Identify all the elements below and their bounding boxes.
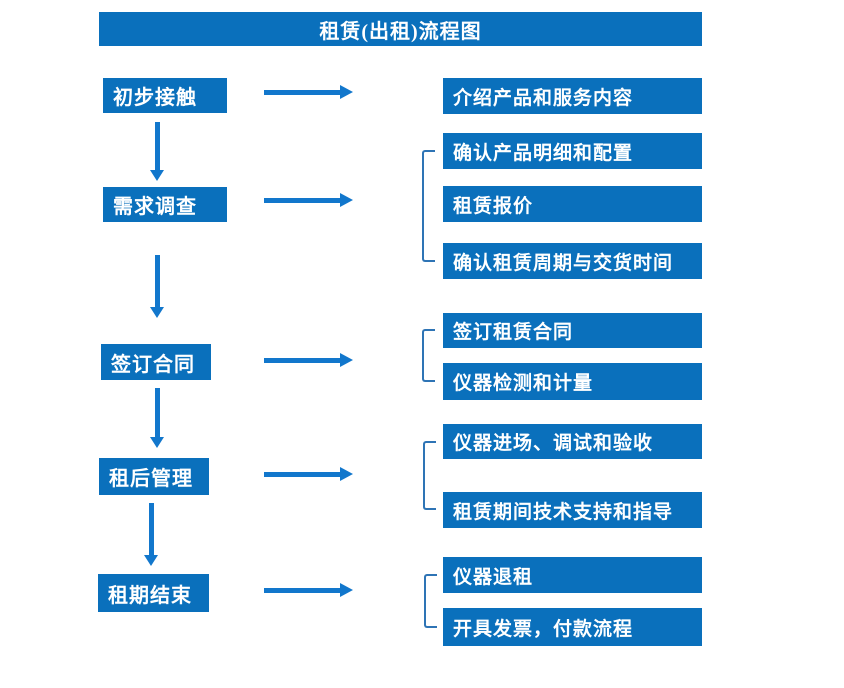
arrow-right-requirement-survey [264,193,353,207]
step-rental-period-end: 租期结束 [98,574,209,612]
step-sign-contract: 签订合同 [101,344,211,380]
detail-instrument-return: 仪器退租 [443,557,702,593]
bracket-requirement-details [422,150,435,262]
arrow-down-to-post-rental [150,388,164,448]
step-post-rental-management: 租后管理 [99,458,209,495]
bracket-management-details [423,441,436,510]
arrow-right-initial-contact [264,85,353,99]
detail-introduce-product-services: 介绍产品和服务内容 [443,78,702,114]
bracket-end-details [424,574,437,628]
bracket-contract-details [422,329,435,382]
arrow-down-to-sign-contract [150,255,164,318]
detail-invoice-payment-process: 开具发票，付款流程 [443,608,702,646]
detail-rental-quotation: 租赁报价 [443,186,702,222]
arrow-right-post-rental [264,467,353,481]
detail-confirm-rental-period-delivery: 确认租赁周期与交货时间 [443,243,702,279]
arrow-right-sign-contract [264,353,353,367]
arrow-down-to-requirement-survey [150,122,164,181]
arrow-down-to-rental-end [144,503,158,566]
detail-rental-tech-support: 租赁期间技术支持和指导 [443,492,702,528]
detail-instrument-testing-metrology: 仪器检测和计量 [443,363,702,400]
arrow-right-rental-end [264,583,353,597]
detail-sign-rental-contract: 签订租赁合同 [443,313,702,348]
flowchart-title: 租赁(出租)流程图 [99,12,702,46]
step-requirement-survey: 需求调查 [103,187,227,222]
step-initial-contact: 初步接触 [103,78,227,113]
detail-instrument-arrival-acceptance: 仪器进场、调试和验收 [443,424,702,459]
detail-confirm-product-config: 确认产品明细和配置 [443,133,702,169]
